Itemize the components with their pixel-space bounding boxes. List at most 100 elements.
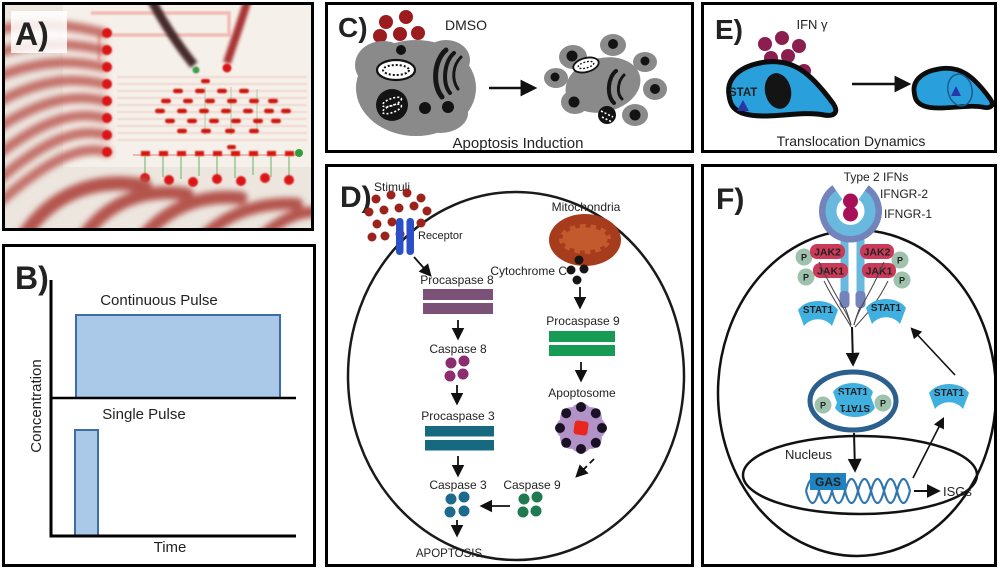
panel-c-letter: C) (338, 12, 368, 43)
inlet-port-dots (102, 28, 112, 157)
svg-text:STAT1: STAT1 (871, 303, 902, 314)
svg-text:JAK1: JAK1 (866, 266, 893, 278)
bottom-tubing-bundle (20, 176, 311, 228)
ifn-ligand (843, 193, 858, 209)
ifngr1-label: IFNGR-1 (884, 207, 932, 221)
svg-text:P: P (897, 256, 903, 266)
nuclear-import-arrow (847, 432, 862, 473)
cytochrome-c-dots (566, 255, 589, 285)
ifngr2-label: IFNGR-2 (880, 187, 928, 201)
pulse-chart: B) Continuous Pulse Single Pulse Concent… (15, 260, 296, 556)
stat-in-nucleus-triangle (951, 86, 961, 96)
svg-text:P: P (820, 401, 826, 411)
caspase8-dots (444, 355, 470, 382)
device-photo-illustration: A) (5, 5, 311, 228)
apoptosis-induction-illustration: C) DMSO (338, 10, 667, 150)
panel-f-letter: F) (716, 183, 744, 216)
receptor-label: Receptor (418, 230, 463, 242)
mitochondrion-organelle (375, 58, 417, 82)
svg-text:STAT1: STAT1 (839, 402, 870, 413)
svg-text:JAK1: JAK1 (817, 266, 844, 278)
apoptosis-label: APOPTOSIS (416, 548, 483, 560)
panel-e-translocation: E) IFN γ STAT Translocation Dynamics (701, 2, 997, 153)
caspase8-label: Caspase 8 (429, 342, 487, 356)
outlet-valve-row (141, 151, 294, 156)
svg-text:JAK2: JAK2 (864, 247, 891, 259)
gas-label: GAS (815, 475, 841, 489)
jak-kinases: JAK2 JAK1 JAK2 JAK1 (810, 244, 896, 278)
procaspase9-bars (549, 331, 615, 356)
apoptosis-pathway-illustration: D) Stimuli Receptor Procaspase 8 Caspase… (340, 180, 686, 562)
death-receptor (396, 218, 414, 255)
svg-text:P: P (899, 276, 905, 286)
p-circles-outer: P P P P (795, 248, 911, 289)
stat1-right: STAT1 (866, 299, 906, 324)
fragment-nuclei (550, 39, 660, 121)
cell-after (911, 65, 994, 111)
outlet-green-lines (144, 156, 290, 179)
chamber-dot-array (155, 79, 291, 150)
mitochondria-label: Mitochondria (552, 200, 621, 214)
green-port-dot (192, 66, 200, 74)
panel-c-caption: Apoptosis Induction (453, 135, 584, 150)
procaspase3-bars (425, 426, 494, 451)
stimuli-label: Stimuli (374, 180, 410, 194)
nucleus-outline (741, 434, 979, 516)
panel-e-caption: Translocation Dynamics (777, 133, 926, 149)
stat-molecule-triangle (737, 100, 749, 111)
single-pulse-bar (74, 429, 99, 537)
caspase9-dots (517, 491, 543, 518)
dimerization-arrow (845, 326, 860, 367)
cytochrome-c-label: Cytochrome C (490, 264, 567, 278)
x-axis-label: Time (154, 539, 187, 556)
continuous-pulse-label: Continuous Pulse (100, 292, 218, 309)
caspase3-dots (444, 491, 470, 518)
apoptosome-illustration (555, 402, 607, 454)
procaspase3-label: Procaspase 3 (421, 409, 495, 423)
stat1-recycled: STAT1 (929, 384, 969, 409)
chip-inlet-channel (91, 11, 231, 61)
panel-f-jak-stat-pathway: F) Type 2 IFNs IFNGR-2 IFNGR-1 P (701, 164, 997, 567)
nucleus-dark (764, 73, 792, 109)
procaspase8-label: Procaspase 8 (420, 273, 494, 287)
panel-d-apoptosis-pathway: D) Stimuli Receptor Procaspase 8 Caspase… (325, 164, 694, 567)
panel-a-device-photo: A) (2, 2, 314, 231)
svg-text:STAT1: STAT1 (838, 387, 869, 398)
recycle-arrow (910, 327, 956, 376)
panel-c-apoptosis-induction: C) DMSO (325, 2, 694, 153)
er-curves (433, 47, 463, 100)
translocation-illustration: E) IFN γ STAT Translocation Dynamics (715, 14, 994, 149)
green-outlet-dot (295, 149, 303, 157)
type2-ifns-label: Type 2 IFNs (844, 170, 909, 184)
stat1-dimer: STAT1 STAT1 P P (807, 369, 899, 433)
panel-e-letter: E) (715, 14, 743, 45)
nuclear-export-arrow (912, 417, 945, 479)
svg-text:P: P (803, 273, 809, 283)
svg-text:STAT1: STAT1 (934, 388, 965, 399)
red-probe-tube (223, 5, 251, 65)
ifn-gamma-label: IFN γ (796, 17, 828, 32)
svg-text:JAK2: JAK2 (814, 247, 841, 259)
mitochondria-illustration (549, 214, 621, 266)
panel-b-pulse-chart: B) Continuous Pulse Single Pulse Concent… (2, 244, 316, 567)
procaspase9-label: Procaspase 9 (546, 314, 620, 328)
y-axis-label: Concentration (28, 359, 45, 452)
cell-before: STAT (726, 59, 839, 119)
continuous-pulse-area (75, 314, 281, 399)
caspase3-label: Caspase 3 (429, 478, 487, 492)
healthy-cell (355, 40, 476, 136)
nucleus-outline (947, 73, 973, 107)
dmso-dots (373, 10, 425, 43)
single-pulse-label: Single Pulse (102, 406, 185, 423)
panel-a-letter: A) (15, 16, 49, 52)
jak-stat-illustration: F) Type 2 IFNs IFNGR-2 IFNGR-1 P (716, 170, 994, 558)
nucleus-label: Nucleus (785, 447, 832, 462)
svg-text:P: P (801, 253, 807, 263)
panel-b-letter: B) (15, 260, 49, 296)
stat1-left: STAT1 (798, 301, 838, 326)
gas-element-box (810, 473, 846, 490)
apoptotic-cell-fragments (544, 34, 667, 126)
dmso-label: DMSO (445, 17, 487, 33)
cell-membrane-outline (346, 190, 686, 562)
isgs-label: ISGs (943, 484, 972, 499)
